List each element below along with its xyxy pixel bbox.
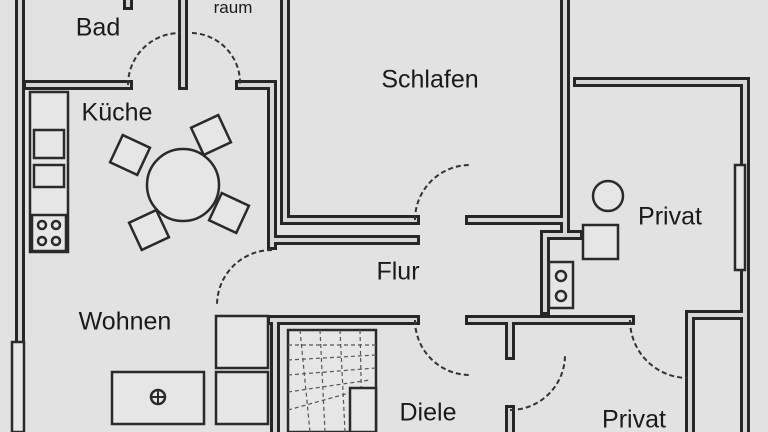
chair-round — [591, 179, 625, 213]
room-label-flur: Flur — [376, 257, 420, 286]
living-furniture — [10, 314, 270, 432]
dining-table — [145, 147, 221, 223]
doors — [127, 32, 689, 411]
room-label-wohnen: Wohnen — [78, 307, 172, 336]
room-label-privat-2: Privat — [602, 405, 666, 432]
room-label-bad: Bad — [75, 13, 121, 42]
wall-lines — [15, 0, 750, 432]
sofa-seat — [214, 370, 270, 426]
sofa-seat — [214, 314, 270, 370]
chair — [127, 208, 171, 252]
room-label-abstellraum: raum — [213, 0, 253, 17]
dishwasher — [32, 163, 66, 189]
room-label-diele: Diele — [399, 398, 457, 427]
chair — [108, 133, 152, 177]
sink-icon — [32, 128, 66, 160]
stove-icon — [30, 213, 68, 253]
stairs — [286, 328, 378, 432]
chair — [207, 191, 251, 235]
room-label-privat-1: Privat — [638, 202, 702, 231]
desk — [581, 223, 620, 261]
chair — [189, 113, 233, 157]
room-label-schlafen: Schlafen — [381, 65, 479, 94]
window — [733, 163, 747, 272]
room-label-kueche: Küche — [81, 98, 153, 127]
kitchen-furniture — [28, 90, 251, 254]
wall — [18, 0, 747, 432]
window — [10, 340, 26, 432]
privat-furniture — [547, 163, 747, 310]
